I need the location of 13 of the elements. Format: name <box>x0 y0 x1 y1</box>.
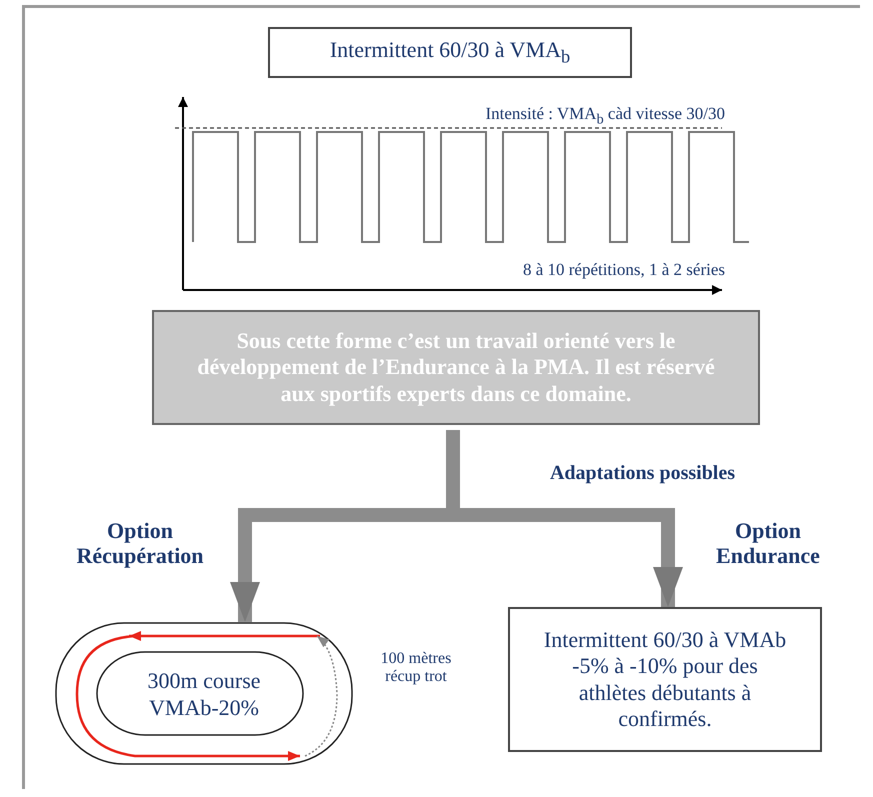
node-text: Intermittent 60/30 à VMA$_{b}$ <box>330 36 570 68</box>
edge-label: Option Récupération <box>75 518 205 569</box>
running-track <box>55 622 353 767</box>
annotation: Adaptations possibles <box>548 462 736 485</box>
node-text: 300m course VMAb-20% <box>146 668 262 721</box>
node-text: Intermittent 60/30 à VMAb -5% à -10% pour des athlètes débutants à confirmés. <box>542 626 788 732</box>
note-box <box>152 310 760 425</box>
title-box <box>268 27 632 78</box>
note-text: 8 à 10 répétitions, 1 à 2 séries <box>522 260 725 280</box>
edge-label: Option Endurance <box>715 518 821 569</box>
note-text: 100 mètres récup trot <box>380 650 452 687</box>
text-box <box>508 607 822 752</box>
note-text: Intensité : VMA$_{b}$ càd vitesse 30/30 <box>484 104 725 128</box>
